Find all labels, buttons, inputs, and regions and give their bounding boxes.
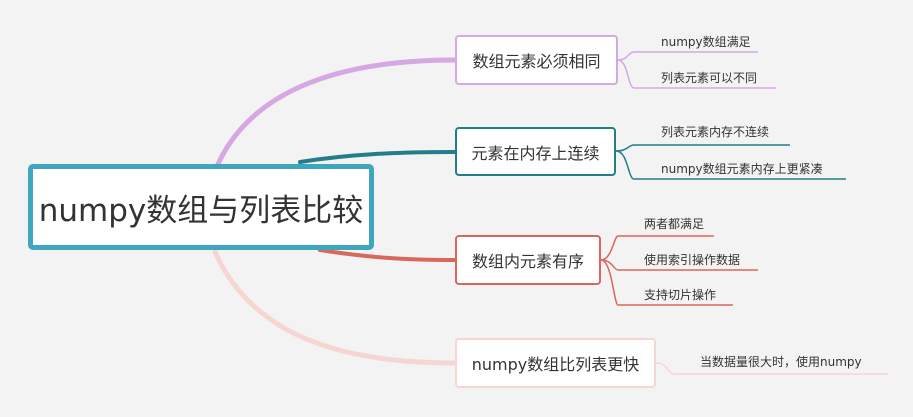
connector-leaf-1-1 bbox=[617, 51, 758, 61]
branch-topic-3[interactable]: 数组内元素有序 bbox=[455, 235, 601, 285]
connector-leaf-3-3 bbox=[600, 259, 733, 306]
leaf-topic-3-1[interactable]: 两者都满足 bbox=[644, 217, 705, 231]
branch-topic-1[interactable]: 数组元素必须相同 bbox=[455, 35, 618, 85]
connector-leaf-1-2 bbox=[617, 59, 776, 89]
leaf-topic-1-2[interactable]: 列表元素可以不同 bbox=[661, 71, 758, 85]
connector-leaf-2-1 bbox=[615, 144, 790, 152]
connector-leaf-4-1 bbox=[655, 362, 888, 375]
leaf-topic-1-1[interactable]: numpy数组满足 bbox=[661, 35, 751, 49]
connector-branch-4 bbox=[212, 249, 458, 366]
connector-branch-3 bbox=[318, 248, 457, 262]
connector-leaf-3-2 bbox=[600, 259, 758, 271]
leaf-topic-2-1[interactable]: 列表元素内存不连续 bbox=[661, 125, 770, 139]
connector-branch-2 bbox=[298, 150, 457, 164]
connector-leaf-2-2 bbox=[615, 150, 846, 180]
connector-branch-1 bbox=[215, 57, 458, 167]
connector-leaf-3-1 bbox=[600, 235, 714, 261]
leaf-topic-3-3[interactable]: 支持切片操作 bbox=[644, 288, 717, 302]
root-topic[interactable]: numpy数组与列表比较 bbox=[28, 164, 374, 250]
branch-topic-4[interactable]: numpy数组比列表更快 bbox=[455, 338, 656, 388]
branch-topic-2[interactable]: 元素在内存上连续 bbox=[455, 127, 616, 176]
leaf-topic-4-1[interactable]: 当数据量很大时，使用numpy bbox=[700, 355, 862, 369]
leaf-topic-3-2[interactable]: 使用索引操作数据 bbox=[644, 253, 741, 267]
leaf-topic-2-2[interactable]: numpy数组元素内存上更紧凑 bbox=[661, 162, 823, 176]
